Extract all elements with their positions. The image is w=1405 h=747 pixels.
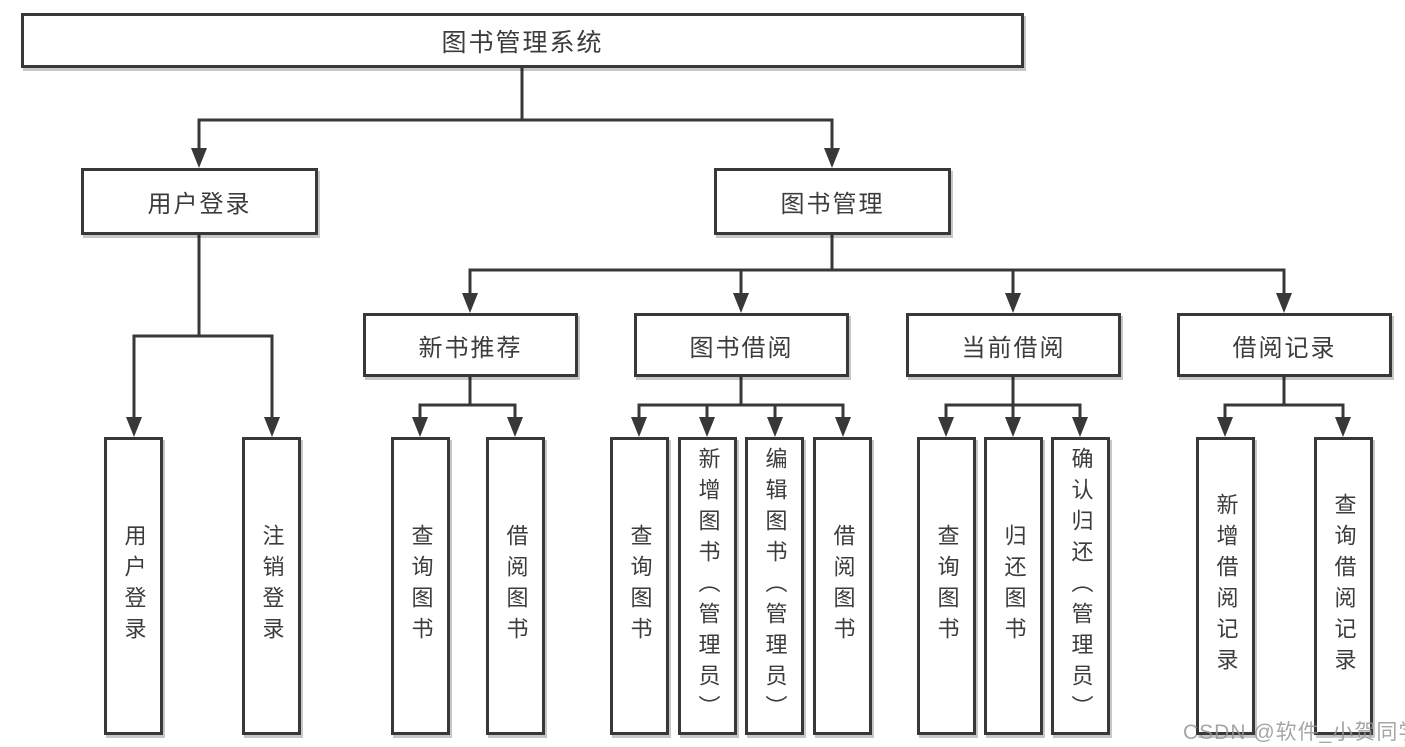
node-leaf-user-login: 用户登录 bbox=[104, 437, 163, 735]
node-label: 用户登录 bbox=[121, 524, 147, 648]
node-label: 借阅图书 bbox=[503, 524, 529, 648]
edge-book-mgmt-to-level3 bbox=[462, 235, 1292, 313]
node-leaf-borrow-book: 借阅图书 bbox=[813, 437, 872, 735]
node-label: 用户登录 bbox=[147, 191, 252, 218]
node-leaf-recommend-borrow-book: 借阅图书 bbox=[486, 437, 545, 735]
node-leaf-return-book: 归还图书 bbox=[984, 437, 1043, 735]
node-leaf-confirm-return-admin: 确认归还（管理员） bbox=[1051, 437, 1110, 735]
node-label: 新增图书（管理员） bbox=[695, 446, 721, 726]
node-label: 新书推荐 bbox=[418, 334, 523, 362]
node-label: 确认归还（管理员） bbox=[1068, 446, 1094, 726]
node-leaf-query-borrow-record: 查询借阅记录 bbox=[1314, 437, 1373, 735]
edge-new-book-to-leaves bbox=[412, 377, 523, 437]
node-leaf-edit-book-admin: 编辑图书（管理员） bbox=[745, 437, 804, 735]
node-leaf-borrow-query-book: 查询图书 bbox=[610, 437, 669, 735]
node-label: 编辑图书（管理员） bbox=[762, 446, 788, 726]
edge-user-login-to-leaves bbox=[126, 235, 280, 437]
node-label: 新增借阅记录 bbox=[1213, 493, 1239, 679]
node-leaf-add-book-admin: 新增图书（管理员） bbox=[678, 437, 737, 735]
node-book-borrow: 图书借阅 bbox=[634, 313, 849, 377]
node-leaf-recommend-query-book: 查询图书 bbox=[391, 437, 450, 735]
node-book-management: 图书管理 bbox=[714, 168, 951, 235]
node-leaf-current-query-book: 查询图书 bbox=[917, 437, 976, 735]
node-label: 图书借阅 bbox=[689, 334, 794, 362]
node-borrow-records: 借阅记录 bbox=[1177, 313, 1392, 377]
node-label: 查询借阅记录 bbox=[1331, 493, 1357, 679]
node-label: 图书管理 bbox=[780, 191, 885, 218]
node-current-borrow: 当前借阅 bbox=[906, 313, 1121, 377]
edge-book-borrow-to-leaves bbox=[631, 377, 851, 437]
node-label: 当前借阅 bbox=[961, 334, 1066, 362]
node-label: 查询图书 bbox=[408, 524, 434, 648]
node-label: 图书管理系统 bbox=[441, 28, 604, 57]
node-label: 归还图书 bbox=[1001, 524, 1027, 648]
node-label: 查询图书 bbox=[627, 524, 653, 648]
node-label: 注销登录 bbox=[259, 524, 285, 648]
edge-current-borrow-to-leaves bbox=[938, 377, 1088, 437]
node-label: 借阅图书 bbox=[830, 524, 856, 648]
node-leaf-logout: 注销登录 bbox=[242, 437, 301, 735]
node-leaf-add-borrow-record: 新增借阅记录 bbox=[1196, 437, 1255, 735]
node-library-system-root: 图书管理系统 bbox=[21, 13, 1024, 68]
node-new-book-recommend: 新书推荐 bbox=[363, 313, 578, 377]
node-label: 查询图书 bbox=[934, 524, 960, 648]
node-user-login: 用户登录 bbox=[81, 168, 318, 235]
edge-borrow-record-to-leaves bbox=[1217, 377, 1351, 437]
node-label: 借阅记录 bbox=[1232, 334, 1337, 362]
edge-root-to-level2 bbox=[191, 68, 840, 168]
